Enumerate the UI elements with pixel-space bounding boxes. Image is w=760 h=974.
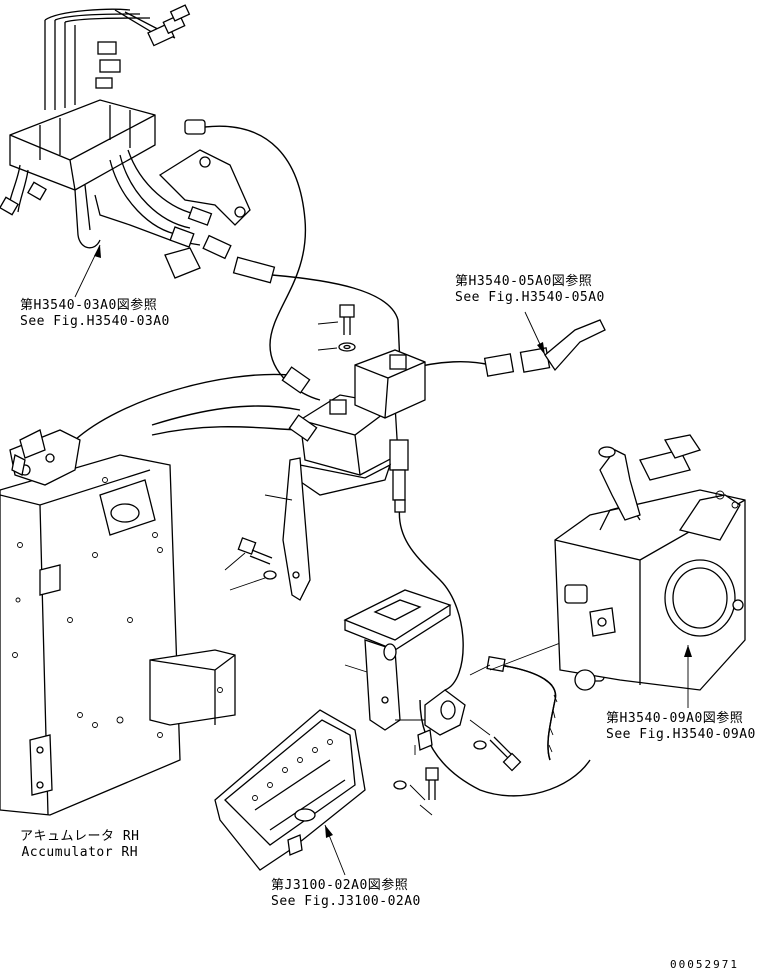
tray	[214, 709, 366, 871]
valve-block	[281, 349, 426, 513]
bolt-top	[317, 304, 356, 352]
callout-accumulator-jp: アキュムレータ RH	[20, 829, 140, 844]
bracket-left	[264, 457, 311, 601]
callout-h3540-05a0-jp: 第H3540-05A0図参照	[455, 274, 593, 289]
valve-pipe-assembly	[0, 4, 276, 284]
callout-j3100-02a0: 第J3100-02A0図参照 See Fig.J3100-02A0	[271, 878, 421, 910]
hose-clamp	[395, 689, 466, 755]
accumulator	[0, 429, 236, 816]
callout-accumulator: アキュムレータ RH Accumulator RH	[20, 829, 139, 861]
callout-h3540-03a0-en: See Fig.H3540-03A0	[20, 314, 170, 329]
tank	[554, 434, 746, 691]
callout-j3100-02a0-jp: 第J3100-02A0図参照	[271, 878, 409, 893]
callout-j3100-02a0-en: See Fig.J3100-02A0	[271, 894, 421, 909]
callout-h3540-03a0-jp: 第H3540-03A0図参照	[20, 298, 158, 313]
callout-h3540-09a0-en: See Fig.H3540-09A0	[606, 727, 756, 742]
callout-h3540-09a0: 第H3540-09A0図参照 See Fig.H3540-09A0	[606, 711, 756, 743]
leader-lines	[74, 244, 692, 876]
bolts-right	[393, 719, 522, 816]
bolt-left	[224, 537, 277, 591]
callout-h3540-09a0-jp: 第H3540-09A0図参照	[606, 711, 744, 726]
callout-accumulator-en: Accumulator RH	[21, 845, 139, 860]
callout-h3540-05a0-en: See Fig.H3540-05A0	[455, 290, 605, 305]
callout-h3540-03a0: 第H3540-03A0図参照 See Fig.H3540-03A0	[20, 298, 170, 330]
bracket-plate	[343, 589, 452, 731]
fitting-elbow	[483, 319, 606, 377]
callout-h3540-05a0: 第H3540-05A0図参照 See Fig.H3540-05A0	[455, 274, 605, 306]
drawing-code: 00052971	[670, 958, 739, 971]
